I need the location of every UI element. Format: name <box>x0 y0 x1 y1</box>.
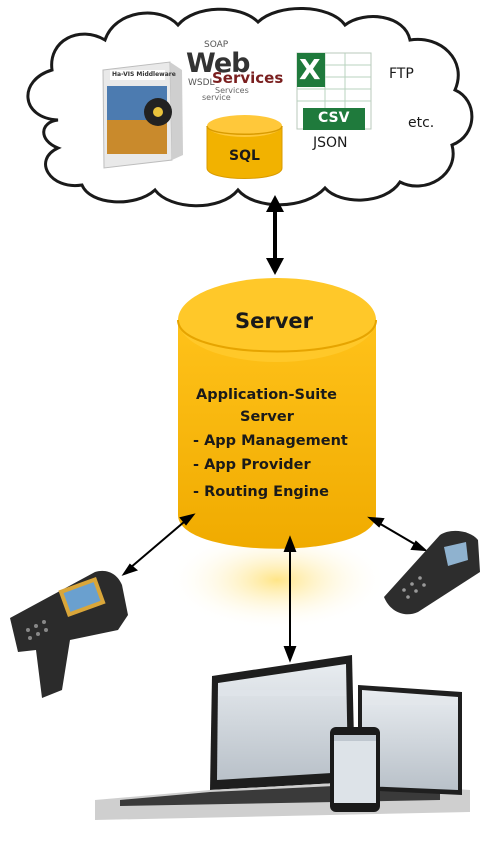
csv-file-icon <box>296 52 372 130</box>
json-label: JSON <box>313 135 348 151</box>
server-glow <box>167 530 387 630</box>
box-title-label: Ha-VIS Middleware <box>112 71 176 78</box>
etc-label: etc. <box>408 115 435 131</box>
tablet-icon <box>330 727 380 812</box>
wordcloud-services-small: Services <box>215 86 249 95</box>
csv-label: CSV <box>318 110 350 126</box>
cloud-server-arrow <box>266 195 284 275</box>
server-cylinder <box>177 278 377 549</box>
ftp-label: FTP <box>389 66 414 82</box>
software-box-icon <box>102 61 183 169</box>
wordcloud-wsdl: WSDL <box>188 78 215 88</box>
server-heading-line2: Server <box>240 409 294 425</box>
monitor-icon <box>358 685 462 795</box>
server-item-app-provider: - App Provider <box>193 457 311 473</box>
sql-cylinder-icon <box>206 115 283 179</box>
wordcloud-soap: SOAP <box>204 40 229 50</box>
server-item-app-management: - App Management <box>193 433 348 449</box>
handheld-terminal-right-icon <box>384 530 480 615</box>
wordcloud-service: service <box>202 93 231 102</box>
wordcloud-web: Web <box>186 48 250 79</box>
server-heading-line1: Application-Suite <box>196 387 338 403</box>
wordcloud-services-large: Services <box>212 69 284 87</box>
handheld-reader-left-icon <box>10 570 128 698</box>
server-device-arrows <box>121 513 428 663</box>
sql-label: SQL <box>229 148 260 164</box>
server-item-routing-engine: - Routing Engine <box>193 484 329 500</box>
csv-x-letter: X <box>299 53 321 86</box>
server-title: Server <box>235 309 314 333</box>
